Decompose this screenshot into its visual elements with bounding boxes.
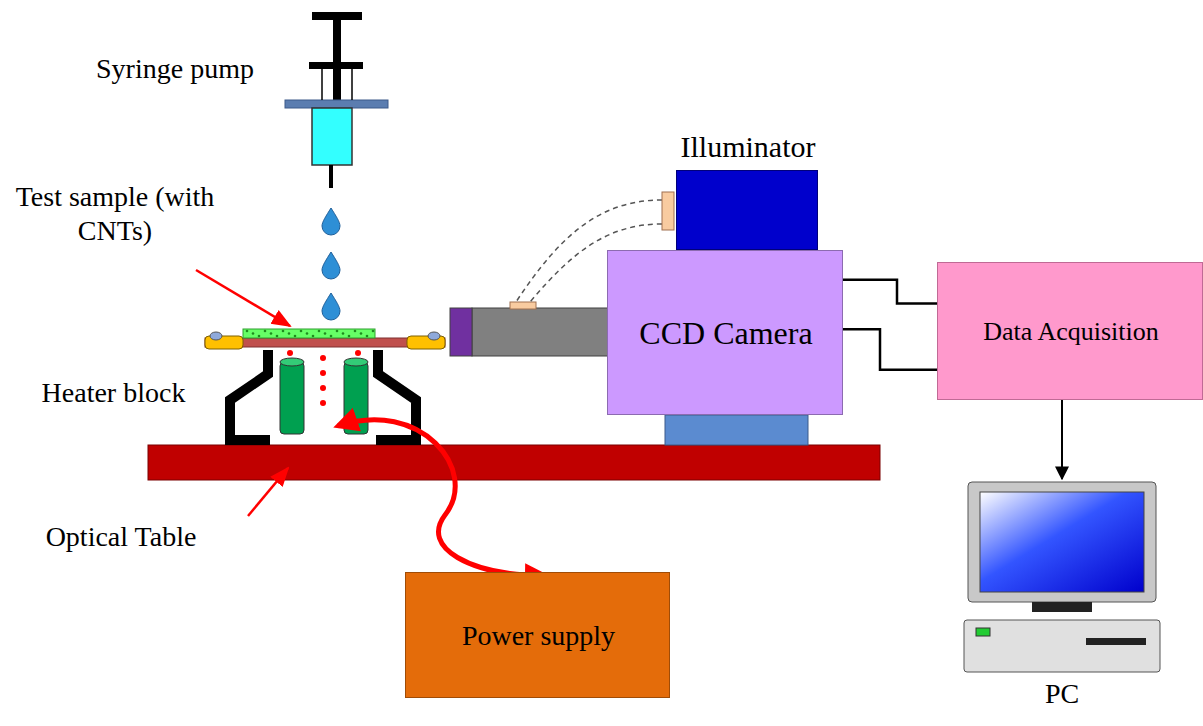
part-label: Heater block [6, 376, 221, 410]
node-label: Data Acquisition [983, 318, 1158, 347]
node-label: CCD Camera [639, 316, 812, 351]
node-label: Illuminator [681, 130, 816, 163]
computer-symbol [962, 480, 1162, 675]
heater-block [230, 350, 416, 440]
cnt-dot [312, 335, 315, 338]
cnt-dot [270, 332, 273, 335]
cnt-dot [252, 332, 255, 335]
cnt-dot [348, 335, 351, 338]
node-label: PC [1045, 679, 1079, 710]
cnt-dot [372, 330, 375, 333]
camera-lens [450, 302, 608, 356]
cnt-dot [294, 335, 297, 338]
leader-arrow [196, 270, 290, 326]
optical-table [148, 445, 880, 480]
node-label: Power supply [462, 621, 615, 652]
cnt-dot [366, 335, 369, 338]
leader-arrow [248, 468, 288, 516]
cnt-dot [324, 332, 327, 335]
connector [843, 280, 937, 304]
cnt-dot [354, 330, 357, 333]
daq-box: Data Acquisition [937, 262, 1203, 400]
power-cable-arrow [338, 420, 545, 576]
camera-box: CCD Camera [607, 250, 843, 415]
cnt-layer [243, 329, 375, 338]
illuminator-port [662, 192, 674, 230]
part-label: Test sample (with CNTs) [15, 180, 215, 247]
sample-plate [205, 329, 445, 349]
power-supply-box: Power supply [405, 572, 670, 698]
cnt-dot [276, 335, 279, 338]
cnt-dot [360, 332, 363, 335]
part-label: Optical Table [6, 520, 236, 554]
cnt-dot [246, 330, 249, 333]
cnt-dot [282, 330, 285, 333]
camera-stand [665, 415, 808, 445]
cnt-dot [336, 330, 339, 333]
cnt-dot [318, 330, 321, 333]
cnt-dot [288, 332, 291, 335]
cnt-dot [258, 335, 261, 338]
cnt-dot [330, 335, 333, 338]
pc-icon: PC [962, 480, 1162, 675]
cnt-dot [300, 330, 303, 333]
cnt-dot [342, 332, 345, 335]
cnt-dot [306, 332, 309, 335]
illuminator-box: Illuminator [676, 170, 818, 250]
connector [1061, 400, 1063, 479]
water-droplets [322, 208, 340, 320]
syringe-pump [285, 12, 388, 188]
part-label: Syringe pump [40, 52, 310, 86]
cnt-dot [264, 330, 267, 333]
connector [843, 329, 937, 369]
